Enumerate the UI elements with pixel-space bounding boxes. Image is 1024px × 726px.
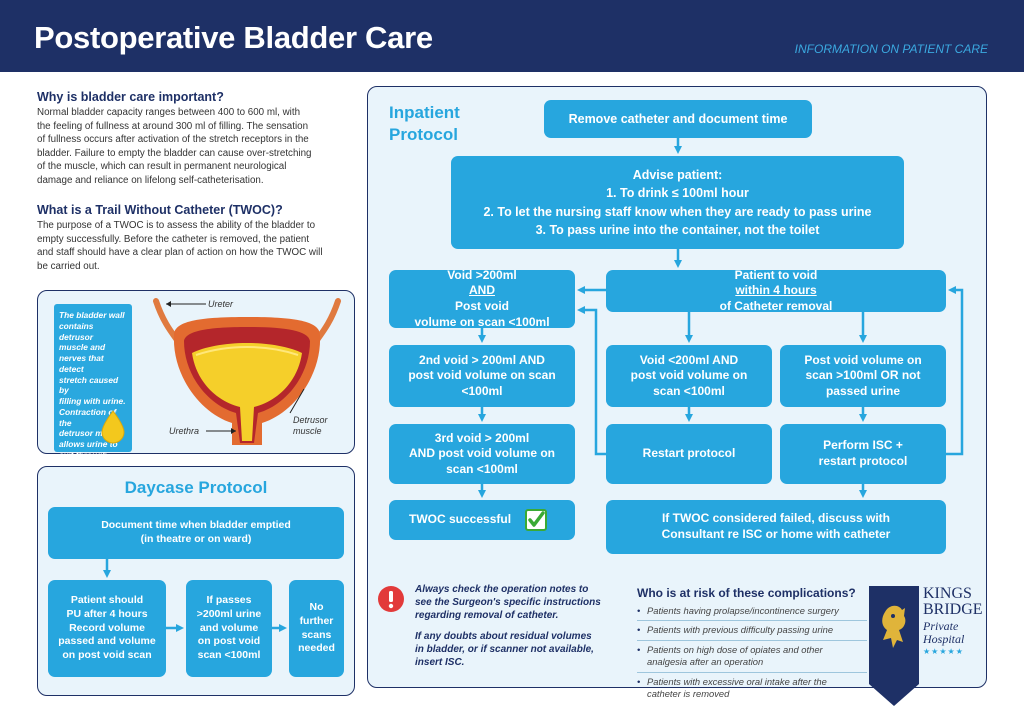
risk-item: Patients with excessive oral intake afte… <box>637 673 867 704</box>
daycase-no-scans-box: No further scans needed <box>289 580 344 677</box>
remove-catheter-box: Remove catheter and document time <box>544 100 812 138</box>
restart-protocol-box: Restart protocol <box>606 424 772 484</box>
bladder-panel: The bladder wall contains detrusor muscl… <box>37 290 355 471</box>
checkmark-icon <box>525 509 548 531</box>
bladder-illustration <box>153 298 341 445</box>
page-subtitle: INFORMATION ON PATIENT CARE <box>794 42 988 56</box>
ureter-label: Ureter <box>208 299 234 309</box>
risk-heading: Who is at risk of these complications? <box>637 586 856 600</box>
residual-volume-note: If any doubts about residual volumes in … <box>415 631 594 668</box>
risk-list: Patients having prolapse/incontinence su… <box>637 602 867 703</box>
page-title: Postoperative Bladder Care <box>34 20 433 55</box>
risk-item: Patients with previous difficulty passin… <box>637 621 867 641</box>
risk-item: Patients on high dose of opiates and oth… <box>637 641 867 673</box>
twoc-paragraph: The purpose of a TWOC is to assess the a… <box>37 220 323 272</box>
urethra-label: Urethra <box>169 426 200 436</box>
twoc-failed-box: If TWOC considered failed, discuss with … <box>606 500 946 554</box>
daycase-passes-box: If passes >200ml urine and volume on pos… <box>186 580 272 677</box>
bladder-label-pointers <box>166 301 305 434</box>
logo-hospital: Hospital <box>923 632 965 646</box>
third-void-box: 3rd void > 200ml AND post void volume on… <box>389 424 575 484</box>
alert-icon <box>378 586 404 612</box>
page-header: Postoperative Bladder Care INFORMATION O… <box>0 0 1024 72</box>
twoc-heading: What is a Trail Without Catheter (TWOC)? <box>37 203 283 217</box>
void-low-box: Void <200ml AND post void volume on scan… <box>606 345 772 407</box>
post-void-high-box: Post void volume on scan >100ml OR not p… <box>780 345 946 407</box>
urine-drop-icon <box>101 410 125 444</box>
logo-bridge: BRIDGE <box>923 601 983 618</box>
void-within-4-hours-box: Patient to void within 4 hours of Cathet… <box>606 268 946 313</box>
logo-private: Private <box>923 619 959 633</box>
logo-kings: KINGS <box>923 585 972 602</box>
twoc-successful-box: TWOC successful <box>389 500 575 540</box>
daycase-document-box: Document time when bladder emptied (in t… <box>48 507 344 559</box>
detrusor-label: Detrusor muscle <box>293 415 328 436</box>
advise-patient-box: Advise patient: 1. To drink ≤ 100ml hour… <box>451 156 904 249</box>
operation-notes-note: Always check the operation notes to see … <box>415 584 601 621</box>
daycase-title: Daycase Protocol <box>124 478 268 497</box>
why-heading: Why is bladder care important? <box>37 90 224 104</box>
risk-item: Patients having prolapse/incontinence su… <box>637 602 867 622</box>
inpatient-title: Inpatient Protocol <box>389 103 460 145</box>
logo-stars: ★★★★★ <box>923 647 964 656</box>
void-success-box: Void >200ml AND Post void volume on scan… <box>389 268 575 329</box>
hospital-crest-icon <box>869 586 919 706</box>
why-paragraph: Normal bladder capacity ranges between 4… <box>37 107 312 186</box>
perform-isc-box: Perform ISC + restart protocol <box>780 424 946 484</box>
daycase-pu-box: Patient should PU after 4 hours Record v… <box>48 580 166 677</box>
second-void-box: 2nd void > 200ml AND post void volume on… <box>389 345 575 407</box>
